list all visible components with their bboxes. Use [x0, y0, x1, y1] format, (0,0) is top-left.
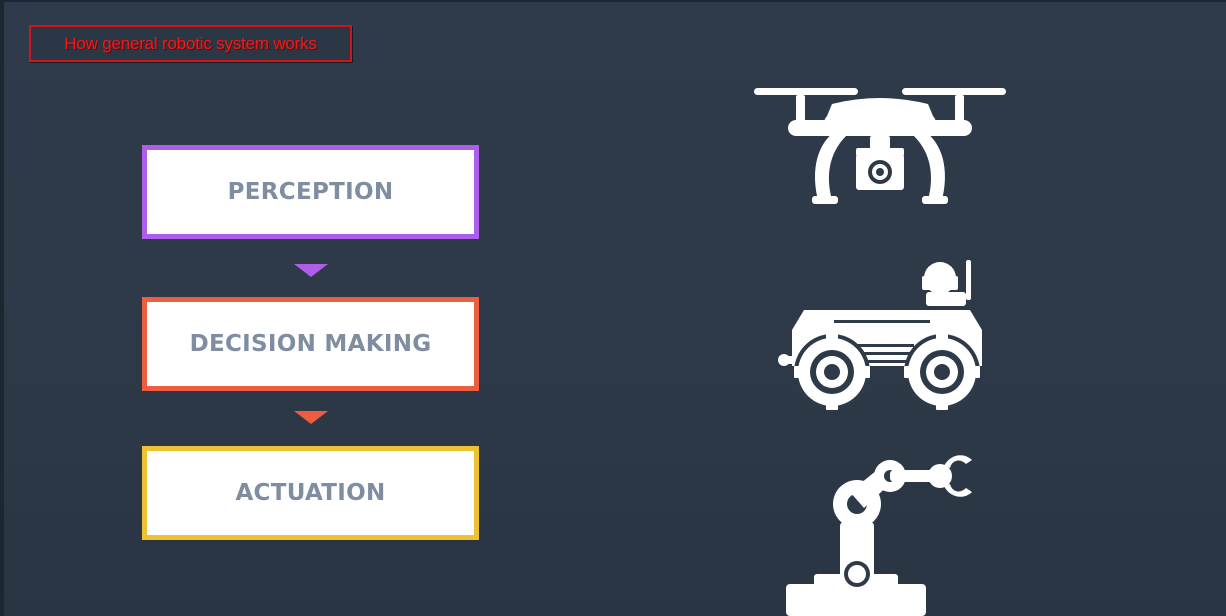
flow-arrow-down-2: [294, 411, 328, 424]
robotic-arm-icon: [784, 452, 978, 616]
decision-making-label: DECISION MAKING: [189, 331, 432, 357]
decision-making-step: DECISION MAKING: [142, 297, 479, 391]
flow-arrow-down-1: [294, 264, 328, 277]
caption-box: How general robotic system works: [29, 25, 352, 62]
top-border: [0, 0, 1226, 2]
left-border: [0, 0, 4, 616]
caption-text: How general robotic system works: [64, 33, 317, 53]
perception-label: PERCEPTION: [227, 179, 394, 205]
rover-icon: [774, 256, 988, 412]
actuation-label: ACTUATION: [235, 480, 386, 506]
actuation-step: ACTUATION: [142, 446, 479, 540]
perception-step: PERCEPTION: [142, 145, 479, 239]
drone-icon: [752, 84, 1008, 208]
